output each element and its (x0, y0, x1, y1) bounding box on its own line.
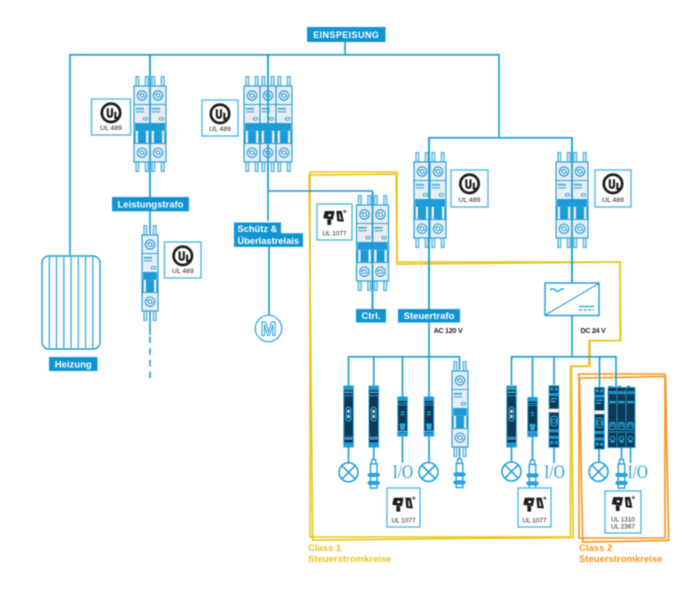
svg-text:Class 2: Class 2 (579, 543, 612, 554)
svg-text:UL 489: UL 489 (209, 126, 231, 133)
svg-text:UL 489: UL 489 (172, 268, 194, 275)
svg-text:Überlastrelais: Überlastrelais (238, 236, 300, 246)
svg-text:Leistungstrafo: Leistungstrafo (118, 200, 184, 211)
svg-text:I/O: I/O (393, 462, 413, 483)
svg-text:UL 1077: UL 1077 (323, 231, 347, 238)
svg-text:Heizung: Heizung (55, 359, 92, 370)
svg-text:UL 489: UL 489 (602, 197, 624, 204)
svg-text:UL 2367: UL 2367 (611, 524, 635, 531)
svg-text:Schütz &: Schütz & (238, 224, 278, 234)
svg-text:Steuertrafo: Steuertrafo (404, 311, 455, 322)
svg-text:I/O: I/O (628, 462, 648, 483)
svg-text:Class 1: Class 1 (308, 543, 342, 554)
svg-text:DC 24 V: DC 24 V (581, 328, 607, 335)
svg-text:Steuerstromkreise: Steuerstromkreise (579, 554, 662, 565)
svg-text:UL 489: UL 489 (459, 197, 481, 204)
svg-text:UL 1310: UL 1310 (611, 517, 635, 524)
svg-text:UL 1077: UL 1077 (392, 518, 416, 525)
svg-text:I/O: I/O (544, 462, 564, 483)
svg-text:Steuerstromkreise: Steuerstromkreise (308, 554, 391, 565)
svg-text:Ctrl.: Ctrl. (362, 311, 381, 322)
svg-text:M: M (261, 320, 277, 341)
svg-text:AC 120 V: AC 120 V (434, 328, 463, 335)
svg-text:EINSPEISUNG: EINSPEISUNG (313, 30, 379, 40)
svg-text:UL 1077: UL 1077 (523, 518, 547, 525)
svg-text:UL 489: UL 489 (100, 125, 122, 132)
